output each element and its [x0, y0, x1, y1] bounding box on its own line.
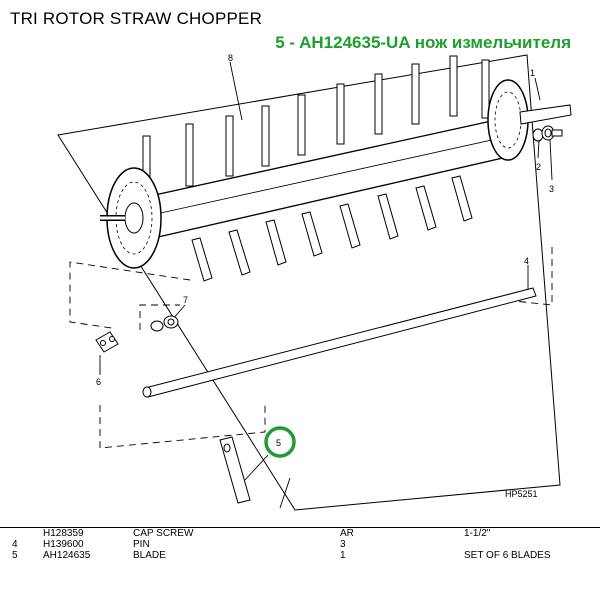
callout-3: 3: [549, 184, 554, 194]
item-number: 5: [12, 550, 18, 561]
diagram-code: HP5251: [505, 489, 538, 499]
lower-blade-row: [191, 175, 473, 282]
part-quantity: 1: [340, 550, 346, 561]
parts-table: H128359 CAP SCREW AR 1-1/2" 4 H139600 PI…: [0, 527, 600, 561]
table-row: 5 AH124635 BLADE 1 SET OF 6 BLADES: [0, 550, 600, 561]
leader-lines: [99, 61, 553, 509]
part-remarks: SET OF 6 BLADES: [464, 550, 551, 561]
part-quantity: 3: [340, 539, 346, 550]
page-title: TRI ROTOR STRAW CHOPPER: [10, 9, 263, 28]
part-description: CAP SCREW: [133, 528, 194, 539]
part-number: H139600: [43, 539, 84, 550]
dashed-group-lines: [69, 247, 553, 449]
callout-2: 2: [536, 162, 541, 172]
table-row: 4 H139600 PIN 3: [0, 539, 600, 550]
blade-part: [219, 436, 251, 504]
right-rotor-disc: [487, 79, 572, 161]
part-quantity: AR: [340, 528, 354, 539]
exploded-parts-diagram: 8 1 2 3 4 7 6 5 HP5251: [57, 53, 572, 511]
callout-7: 7: [183, 295, 188, 305]
callout-1: 1: [530, 68, 535, 78]
pin-rod: [142, 287, 537, 398]
part-description: PIN: [133, 539, 150, 550]
part-remarks: 1-1/2": [464, 528, 491, 539]
part-subtitle: 5 - AH124635-UA нож измельчителя: [275, 33, 571, 52]
table-row: H128359 CAP SCREW AR 1-1/2": [0, 528, 600, 539]
callout-6: 6: [96, 377, 101, 387]
part-description: BLADE: [133, 550, 166, 561]
washer-and-cap-screw: [532, 125, 563, 142]
item-number: 4: [12, 539, 18, 550]
part-number: H128359: [43, 528, 84, 539]
part-number: AH124635: [43, 550, 91, 561]
callout-4: 4: [524, 256, 529, 266]
left-rotor-disc: [100, 167, 162, 269]
diagram-frame: [57, 54, 561, 511]
upper-blade-row: [142, 55, 490, 192]
highlight-circle: [264, 426, 296, 458]
bracket-part: [95, 331, 119, 353]
nut-and-bolt: [150, 315, 179, 332]
callout-5: 5: [276, 438, 281, 448]
callout-8: 8: [228, 53, 233, 63]
